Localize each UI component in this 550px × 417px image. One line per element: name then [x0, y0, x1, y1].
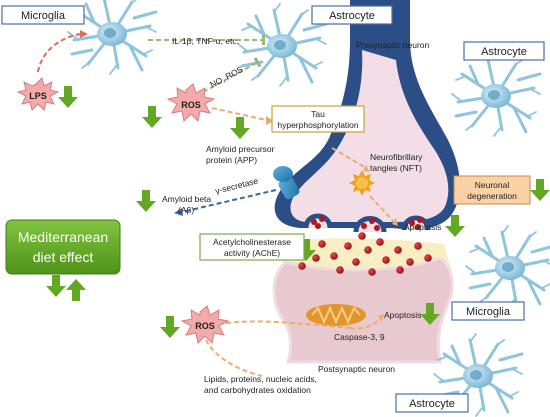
- tau-line1: Tau: [311, 109, 325, 119]
- connector-heads: [80, 30, 398, 322]
- ros-burst-bottom: ROS: [180, 305, 230, 345]
- starburst-icon: [349, 170, 375, 196]
- green-down-arrow-icon: [530, 179, 550, 201]
- astrocyte-bottom-label: Astrocyte: [409, 398, 455, 410]
- apoptosis-pre-label: Apoptosis: [404, 222, 441, 232]
- tau-line2: hyperphosphorylation: [277, 120, 359, 130]
- abeta-line2: (Aβ): [178, 205, 194, 215]
- ros-bottom-label: ROS: [195, 321, 215, 331]
- green-down-arrow-icon: [46, 275, 66, 297]
- nft-line1: Neurofibrillary: [370, 152, 423, 162]
- cytokines-label: IL-1β, TNF-α, etc.: [172, 36, 239, 46]
- microglia-top-label: Microglia: [21, 10, 66, 22]
- neuro-line1: Neuronal: [475, 180, 510, 190]
- caspase-label: Caspase-3, 9: [334, 332, 385, 342]
- ros-top-label: ROS: [181, 100, 201, 110]
- mediterranean-diet-box: Mediterranean diet effect: [5, 219, 121, 275]
- apoptosis-post-label: Apoptosis: [384, 310, 421, 320]
- abeta-line1: Amyloid beta: [162, 194, 211, 204]
- ros-burst-top: ROS: [166, 83, 216, 123]
- nft-line2: tangles (NFT): [370, 163, 422, 173]
- postsynaptic-label: Postsynaptic neuron: [318, 364, 395, 374]
- ache-line1: Acetylcholinesterase: [213, 237, 291, 247]
- lps-burst: LPS: [16, 77, 60, 111]
- astrocyte-top-right-tag: Astrocyte: [463, 41, 545, 61]
- green-up-arrow-icon: [66, 279, 86, 301]
- mitochondrion: [306, 304, 366, 326]
- oxidation-line1: Lipids, proteins, nucleic acids,: [204, 374, 317, 384]
- med-line1: Mediterranean: [18, 229, 108, 245]
- green-down-arrow-icon: [160, 316, 180, 338]
- green-down-arrow-icon: [230, 117, 250, 139]
- secretase-label: γ-secretase: [214, 176, 259, 196]
- astrocyte-cell-icon: [450, 52, 542, 138]
- microglia-cell-icon: [464, 224, 550, 310]
- microglia-right-label: Microglia: [466, 306, 511, 318]
- green-down-arrow-icon: [142, 106, 162, 128]
- no-ros-label: NO, ROS: [208, 64, 245, 90]
- green-down-arrow-icon: [136, 190, 156, 212]
- med-line2: diet effect: [33, 249, 94, 265]
- neuronal-degeneration-box: Neuronal degeneration: [453, 175, 531, 205]
- lps-label: LPS: [29, 91, 47, 101]
- microglia-right-tag: Microglia: [451, 301, 525, 321]
- app-line1: Amyloid precursor: [206, 144, 275, 154]
- astrocyte-top-center-label: Astrocyte: [329, 10, 375, 22]
- microglia-top-tag: Microglia: [1, 5, 85, 25]
- app-line2: protein (APP): [206, 155, 257, 165]
- presynaptic-terminal: [290, 50, 449, 222]
- ache-line2: activity (AChE): [224, 248, 280, 258]
- presynaptic-label: Presynaptic neuron: [356, 40, 430, 50]
- dashed-connectors: [37, 33, 395, 377]
- astrocyte-top-center-tag: Astrocyte: [311, 5, 393, 25]
- ache-box: Acetylcholinesterase activity (AChE): [199, 233, 305, 261]
- astrocyte-top-right-label: Astrocyte: [481, 46, 527, 58]
- postsynaptic-neuron: [272, 256, 454, 364]
- neuro-line2: degeneration: [467, 191, 517, 201]
- tau-box: Tau hyperphosphorylation: [271, 105, 365, 133]
- green-down-arrow-icon: [58, 86, 78, 108]
- astrocyte-bottom-tag: Astrocyte: [395, 393, 469, 413]
- oxidation-line2: and carbohydrates oxidation: [204, 385, 311, 395]
- app-receptor: [273, 166, 300, 200]
- synaptic-vesicles-release: [303, 213, 431, 233]
